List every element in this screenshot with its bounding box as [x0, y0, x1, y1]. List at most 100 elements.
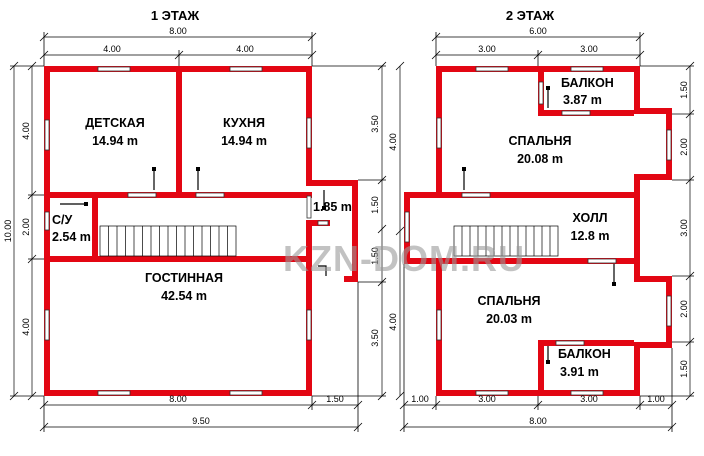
- f1-wall-left: [44, 66, 50, 396]
- dimension-label: 4.00: [21, 122, 31, 140]
- dimension-label: 8.00: [529, 416, 547, 426]
- f2-window: [666, 295, 672, 327]
- f1-wall-living-top: [98, 256, 306, 262]
- dimension-label: 3.00: [478, 44, 496, 54]
- f2-window: [570, 390, 604, 396]
- f1-window: [44, 309, 50, 341]
- vent-mark: [322, 206, 326, 210]
- f1-door: [195, 192, 225, 198]
- f2-door: [555, 340, 585, 346]
- f2-wall-right-top: [634, 66, 640, 114]
- vent-mark: [318, 265, 327, 276]
- vent-mark: [546, 360, 550, 364]
- f2-wall-top: [436, 66, 640, 72]
- f2-window: [436, 309, 442, 341]
- dimension-label: 4.00: [236, 44, 254, 54]
- dimension-label: 1.00: [647, 394, 665, 404]
- f2-wall-bedroom-right-top: [634, 108, 672, 114]
- watermark: KZN-DOM.RU: [283, 238, 525, 279]
- vent-mark: [152, 167, 156, 171]
- f2-window: [475, 390, 509, 396]
- f2-wall-hall-right-lower: [634, 258, 640, 282]
- dimension-label: 1.50: [370, 196, 380, 214]
- dimension-label: 1.50: [370, 247, 380, 265]
- f2-wall-hall-right-upper: [634, 174, 640, 198]
- vent-mark: [84, 202, 88, 206]
- f1-window: [306, 309, 312, 341]
- room-area: 14.94 m: [221, 134, 267, 148]
- vent-mark: [612, 282, 616, 286]
- room-label: ХОЛЛ: [573, 211, 608, 225]
- vent-mark: [462, 167, 466, 171]
- dimension-label: 4.00: [103, 44, 121, 54]
- dimension-label: 3.00: [478, 394, 496, 404]
- f2-wall-hall-bottom: [442, 258, 640, 264]
- f2-window: [436, 117, 442, 149]
- f2-wall-bedroom-right-bottom: [634, 174, 672, 180]
- f2-wall-hall-right: [634, 192, 640, 264]
- floor2-vents: [462, 86, 616, 364]
- vent-mark: [546, 86, 550, 90]
- floor2-doors: [461, 81, 617, 346]
- f1-window: [229, 390, 263, 396]
- dimension-label: 1.50: [679, 360, 689, 378]
- floor1-title: 1 ЭТАЖ: [151, 8, 200, 23]
- f2-wall-bedroom2-right-top: [634, 276, 672, 282]
- dimension-label: 6.00: [529, 26, 547, 36]
- room-area: 3.87 m: [563, 93, 602, 107]
- dimension-label: 10.00: [3, 220, 13, 243]
- f2-door: [461, 192, 491, 198]
- f1-window: [306, 117, 312, 149]
- f2-door: [538, 81, 544, 105]
- f2-door: [587, 258, 617, 264]
- dimension-label: 3.50: [370, 329, 380, 347]
- room-area: 14.94 m: [92, 134, 138, 148]
- f1-wall-wc: [92, 198, 98, 260]
- floor1-dimensions: 8.00 4.00 4.00 10.00 4.00 2.00 4.00: [3, 26, 405, 432]
- room-label: СПАЛЬНЯ: [509, 134, 572, 148]
- floor1-windows: [44, 66, 312, 396]
- f1-window: [97, 390, 131, 396]
- dimension-label: 8.00: [169, 26, 187, 36]
- room-label: КУХНЯ: [223, 116, 265, 130]
- room-area: 1.85 m: [313, 200, 352, 214]
- room-area: 42.54 m: [161, 289, 207, 303]
- room-area: 20.08 m: [517, 152, 563, 166]
- room-label: БАЛКОН: [558, 347, 611, 361]
- dimension-label: 4.00: [388, 313, 398, 331]
- room-label: ДЕТСКАЯ: [85, 116, 145, 130]
- f1-door: [127, 192, 157, 198]
- f1-door: [317, 220, 329, 226]
- dimension-label: 4.00: [21, 318, 31, 336]
- room-label: БАЛКОН: [561, 76, 614, 90]
- f2-balcony2-wall-top: [538, 340, 634, 346]
- f1-wall-children-kitchen: [176, 66, 182, 196]
- vent-mark: [196, 167, 200, 171]
- f2-wall-bottom: [436, 390, 640, 396]
- room-label: СПАЛЬНЯ: [478, 294, 541, 308]
- f1-staircase: [99, 225, 237, 257]
- dimension-label: 2.00: [21, 218, 31, 236]
- dimension-label: 1.50: [679, 81, 689, 99]
- dimension-label: 3.00: [580, 394, 598, 404]
- f1-window: [229, 66, 263, 72]
- f1-door: [306, 195, 312, 219]
- floor1-doors: [127, 192, 329, 226]
- room-label: ГОСТИННАЯ: [145, 271, 223, 285]
- dimension-label: 4.00: [388, 133, 398, 151]
- f1-window: [97, 66, 131, 72]
- room-area: 12.8 m: [571, 229, 610, 243]
- dimension-label: 3.00: [580, 44, 598, 54]
- room-area: 20.03 m: [486, 312, 532, 326]
- f1-porch-top: [306, 180, 358, 186]
- f2-stair-outline: [453, 225, 559, 257]
- f1-window: [44, 119, 50, 151]
- f2-wall-right-bottom: [634, 342, 640, 396]
- f2-wall-hall-left-bottom: [404, 258, 442, 264]
- room-area: 2.54 m: [52, 230, 91, 244]
- floor2-title: 2 ЭТАЖ: [506, 8, 555, 23]
- dimension-label: 3.00: [679, 219, 689, 237]
- dimension-label: 8.00: [169, 394, 187, 404]
- dimension-label: 1.00: [411, 394, 429, 404]
